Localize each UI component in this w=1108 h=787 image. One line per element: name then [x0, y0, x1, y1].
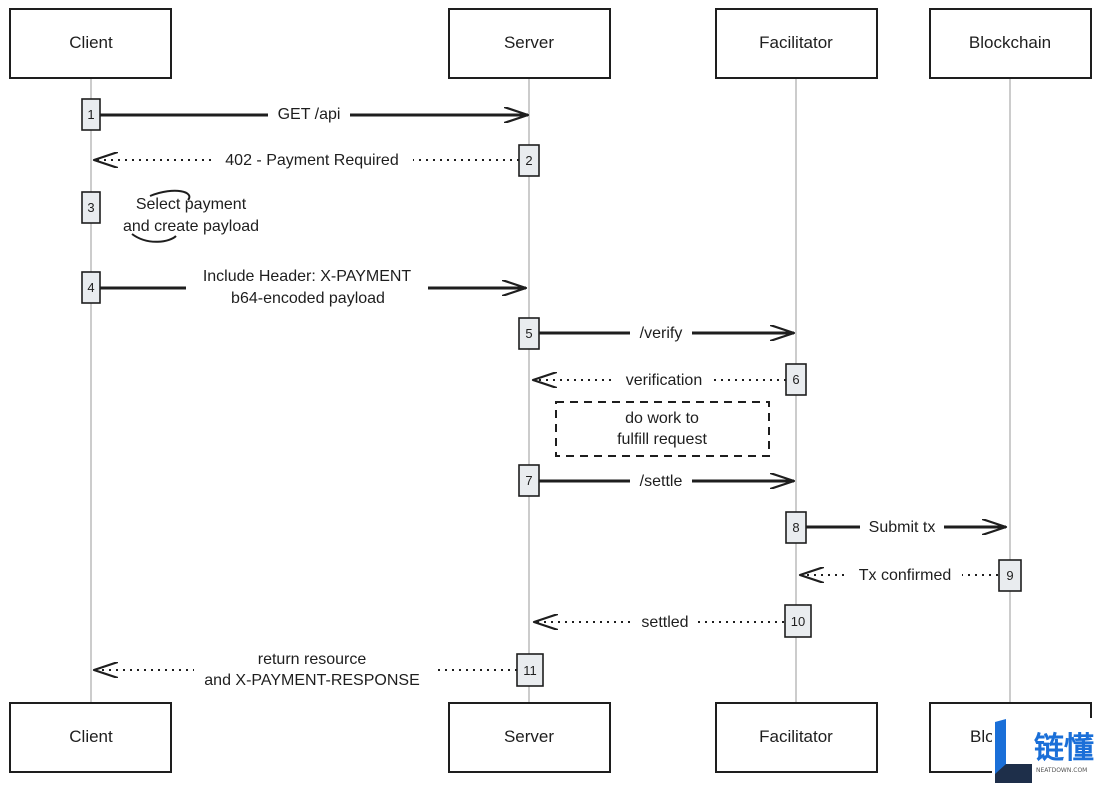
message-8: Submit tx: [805, 515, 1006, 539]
svg-text:6: 6: [792, 372, 799, 387]
svg-text:11: 11: [523, 663, 537, 678]
actor-facilitator-label: Facilitator: [759, 33, 833, 52]
message-8-label: Submit tx: [869, 519, 936, 536]
actor-server-label: Server: [504, 33, 554, 52]
message-11-line-2: and X-PAYMENT-RESPONSE: [204, 672, 419, 689]
actor-client-label: Client: [69, 33, 113, 52]
message-11-line-1: return resource: [258, 651, 367, 668]
message-11: return resource and X-PAYMENT-RESPONSE: [94, 646, 517, 690]
actor-client-bottom: Client: [9, 702, 172, 773]
actor-facilitator-bottom-label: Facilitator: [759, 727, 833, 746]
note-line-2: fulfill request: [617, 431, 707, 448]
message-3-line-1: Select payment: [136, 196, 247, 213]
actor-server-bottom: Server: [448, 702, 611, 773]
step-marker-2: 2: [518, 144, 540, 177]
watermark: 链懂 NEATDOWN.COM: [992, 718, 1108, 787]
svg-text:3: 3: [87, 200, 94, 215]
message-4-line-1: Include Header: X-PAYMENT: [203, 268, 412, 285]
step-marker-1: 1: [81, 98, 101, 131]
actor-client-top: Client: [9, 8, 172, 79]
step-markers: 1 2 3 4 5 6 7 8: [81, 98, 1022, 687]
watermark-brand: 链懂: [1034, 731, 1094, 766]
message-10: settled: [534, 610, 784, 634]
message-4: Include Header: X-PAYMENT b64-encoded pa…: [100, 264, 526, 310]
message-5: /verify: [538, 321, 794, 345]
message-6: verification: [533, 368, 786, 392]
actor-blockchain-bottom-label: Blo: [970, 727, 995, 746]
svg-text:4: 4: [87, 280, 94, 295]
svg-text:7: 7: [525, 473, 532, 488]
actors-top: Client Server Facilitator Blockchain: [9, 8, 1092, 79]
svg-text:10: 10: [791, 614, 805, 629]
step-marker-11: 11: [516, 653, 544, 687]
message-7: /settle: [538, 469, 794, 493]
message-3: Select payment and create payload: [123, 189, 259, 243]
note: do work to fulfill request: [555, 401, 770, 457]
lifelines: [90, 79, 1011, 702]
message-9-label: Tx confirmed: [859, 567, 951, 584]
message-4-line-2: b64-encoded payload: [231, 290, 385, 307]
step-marker-10: 10: [784, 604, 812, 638]
actor-facilitator-top: Facilitator: [715, 8, 878, 79]
step-marker-4: 4: [81, 271, 101, 304]
message-2: 402 - Payment Required: [94, 148, 519, 172]
step-marker-3: 3: [81, 191, 101, 224]
actor-server-bottom-label: Server: [504, 727, 554, 746]
step-marker-9: 9: [998, 559, 1022, 592]
watermark-logo-icon: [995, 719, 1032, 783]
actor-server-top: Server: [448, 8, 611, 79]
message-2-label: 402 - Payment Required: [225, 152, 398, 169]
step-marker-7: 7: [518, 464, 540, 497]
message-10-label: settled: [641, 614, 688, 631]
message-1: GET /api: [100, 102, 528, 126]
step-marker-8: 8: [785, 511, 807, 544]
svg-text:2: 2: [525, 153, 532, 168]
watermark-site: NEATDOWN.COM: [1036, 767, 1087, 774]
actors-bottom: Client Server Facilitator Blo: [9, 702, 1092, 773]
step-marker-5: 5: [518, 317, 540, 350]
actor-facilitator-bottom: Facilitator: [715, 702, 878, 773]
step-marker-6: 6: [785, 363, 807, 396]
message-1-label: GET /api: [278, 106, 341, 123]
message-6-label: verification: [626, 372, 702, 389]
actor-blockchain-label: Blockchain: [969, 33, 1051, 52]
svg-text:5: 5: [525, 326, 532, 341]
svg-text:8: 8: [792, 520, 799, 535]
svg-text:9: 9: [1006, 568, 1013, 583]
actor-client-bottom-label: Client: [69, 727, 113, 746]
message-9: Tx confirmed: [800, 563, 998, 587]
note-line-1: do work to: [625, 410, 699, 427]
message-7-label: /settle: [640, 473, 683, 490]
actor-blockchain-top: Blockchain: [929, 8, 1092, 79]
svg-text:1: 1: [87, 107, 94, 122]
message-3-line-2: and create payload: [123, 218, 259, 235]
message-5-label: /verify: [640, 325, 683, 342]
